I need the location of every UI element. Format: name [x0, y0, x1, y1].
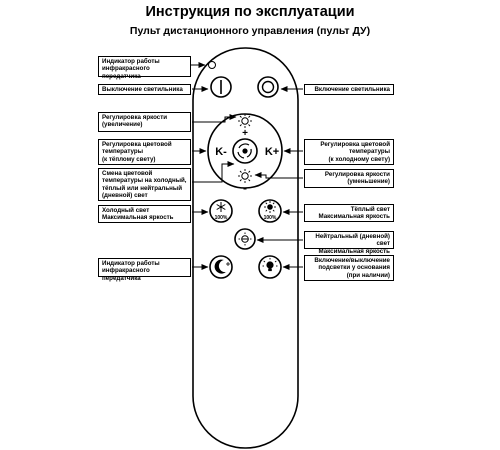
- neutral-sun-icon: [238, 232, 252, 246]
- sun-icon: [238, 169, 252, 183]
- plus-sign: +: [242, 128, 248, 139]
- k-minus-button[interactable]: K-: [215, 146, 227, 158]
- brightness-down-button[interactable]: -: [238, 169, 252, 195]
- minus-sign: -: [243, 181, 247, 195]
- cold-percent: 100%: [215, 215, 228, 221]
- label-brightness-up: Регулировка яркости (увеличение): [98, 112, 191, 132]
- moon-icon: [214, 259, 226, 274]
- connector: [254, 172, 303, 179]
- connector: [192, 114, 237, 123]
- connector-lines: [191, 62, 303, 270]
- bulb-icon: [262, 258, 278, 272]
- star-icon: [226, 262, 230, 266]
- power-off-button[interactable]: [210, 76, 232, 98]
- label-ir-indicator-top: Индикатор работы инфракрасного передатчи…: [98, 56, 191, 80]
- warm-percent: 100%: [264, 215, 277, 221]
- ir-dot-icon: [208, 61, 216, 69]
- label-light-on: Включение светильника: [304, 84, 394, 95]
- power-on-icon: [261, 80, 275, 94]
- warm-max-button[interactable]: 100%: [258, 199, 282, 223]
- label-ir-indicator-bottom: Индикатор работы инфракрасного передатчи…: [98, 258, 191, 282]
- backlight-button[interactable]: [258, 255, 282, 279]
- neutral-max-button[interactable]: [234, 228, 256, 250]
- label-neutral-max: Нейтральный (дневной) свет Максимальная …: [304, 231, 394, 255]
- page-title: Инструкция по эксплуатации: [145, 4, 355, 20]
- brightness-up-button[interactable]: +: [238, 114, 252, 139]
- color-change-button[interactable]: [232, 138, 258, 164]
- label-change-temp: Смена цветовой температуры на холодный, …: [98, 168, 191, 201]
- color-wheel-icon: [237, 143, 252, 159]
- night-button[interactable]: [209, 255, 233, 279]
- k-plus-button[interactable]: K+: [265, 146, 279, 158]
- page-subtitle: Пульт дистанционного управления (пульт Д…: [129, 25, 371, 37]
- snowflake-icon: [216, 202, 226, 212]
- label-cold-max: Холодный свет Максимальная яркость: [98, 205, 191, 223]
- label-warm-max: Тёплый свет Максимальная яркость: [304, 204, 394, 222]
- connector: [192, 161, 235, 183]
- sun-icon: [238, 114, 252, 128]
- label-cold-temp: Регулировка цветовой температуры (к холо…: [304, 139, 394, 165]
- label-light-off: Выключение светильника: [98, 84, 191, 95]
- cold-max-button[interactable]: 100%: [209, 199, 233, 223]
- label-backlight-toggle: Включение/выключение подсветки у основан…: [304, 255, 394, 281]
- label-warm-temp: Регулировка цветовой температуры (к тёпл…: [98, 139, 191, 165]
- power-on-button[interactable]: [257, 76, 279, 98]
- sun-bright-icon: [264, 201, 276, 213]
- label-brightness-down: Регулировка яркости (уменьшение): [304, 169, 394, 188]
